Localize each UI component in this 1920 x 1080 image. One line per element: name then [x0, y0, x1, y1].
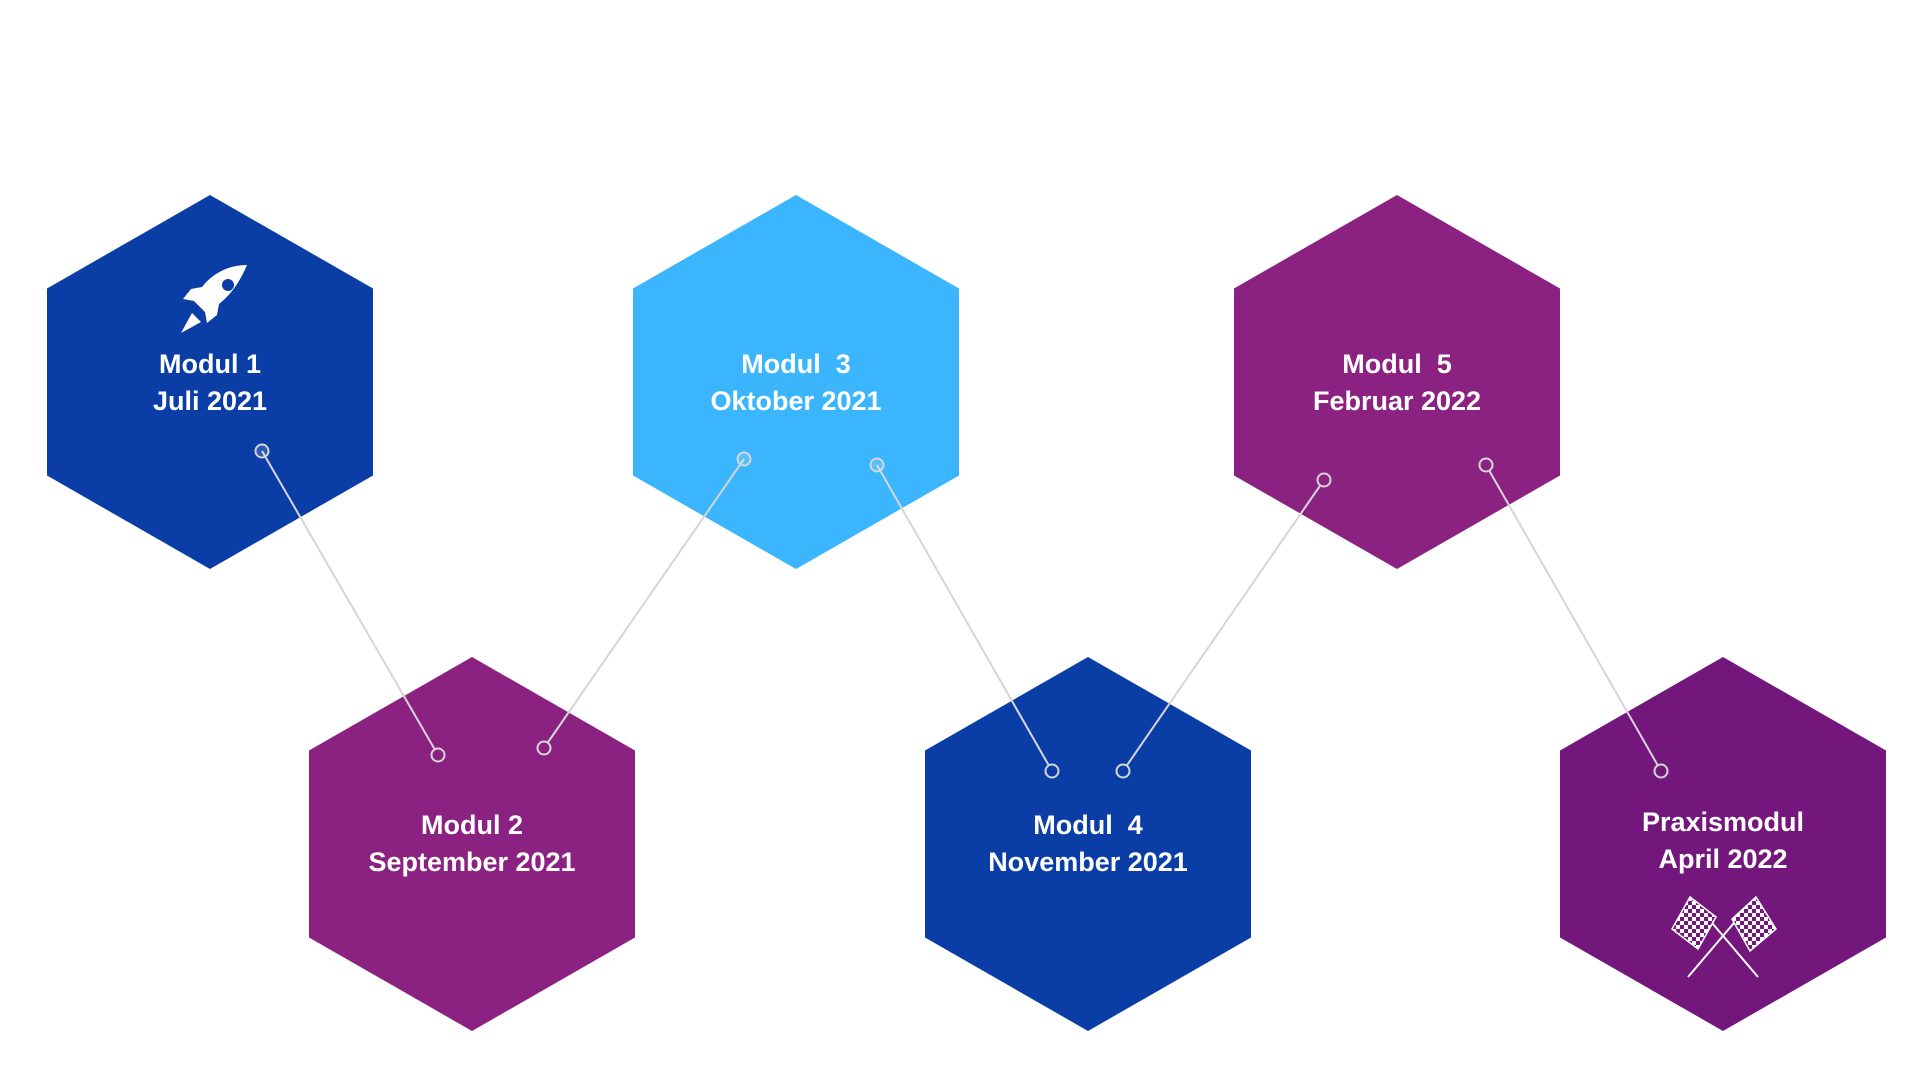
connector-4-5 — [1122, 479, 1325, 772]
module-2-date: September 2021 — [368, 847, 576, 877]
module-5-hexagon: Modul 5 Februar 2022 — [1234, 195, 1560, 569]
connector-5-6 — [1485, 464, 1662, 772]
praxismodul-date: April 2022 — [1658, 844, 1788, 874]
connector-dot — [1115, 763, 1131, 779]
connector-dot — [1316, 472, 1332, 488]
module-1-hexagon: Modul 1 Juli 2021 — [47, 195, 373, 569]
module-2-title: Modul 2 — [421, 810, 523, 840]
connector-dot — [430, 747, 446, 763]
module-5-date: Februar 2022 — [1312, 386, 1482, 416]
module-4-title: Modul 4 — [1033, 810, 1143, 840]
module-1-title: Modul 1 — [159, 349, 261, 379]
connector-dot — [536, 740, 552, 756]
connector-dot — [254, 443, 270, 459]
connector-dot — [1478, 457, 1494, 473]
praxismodul-title: Praxismodul — [1641, 807, 1805, 837]
connector-3-4 — [876, 464, 1053, 772]
connector-dot — [1653, 763, 1669, 779]
connector-1-2 — [261, 450, 439, 756]
checkered-flags-icon — [1671, 895, 1777, 978]
module-4-date: November 2021 — [988, 847, 1188, 877]
module-3-date: Oktober 2021 — [710, 386, 882, 416]
module-3-title: Modul 3 — [741, 349, 851, 379]
connector-dot — [1044, 763, 1060, 779]
connector-2-3 — [543, 458, 745, 749]
connector-dot — [869, 457, 885, 473]
praxismodul-hexagon: Praxismodul April 2022 — [1560, 657, 1886, 1031]
rocket-icon — [181, 265, 247, 333]
module-5-title: Modul 5 — [1342, 349, 1452, 379]
module-1-date: Juli 2021 — [152, 386, 268, 416]
connector-dot — [736, 451, 752, 467]
